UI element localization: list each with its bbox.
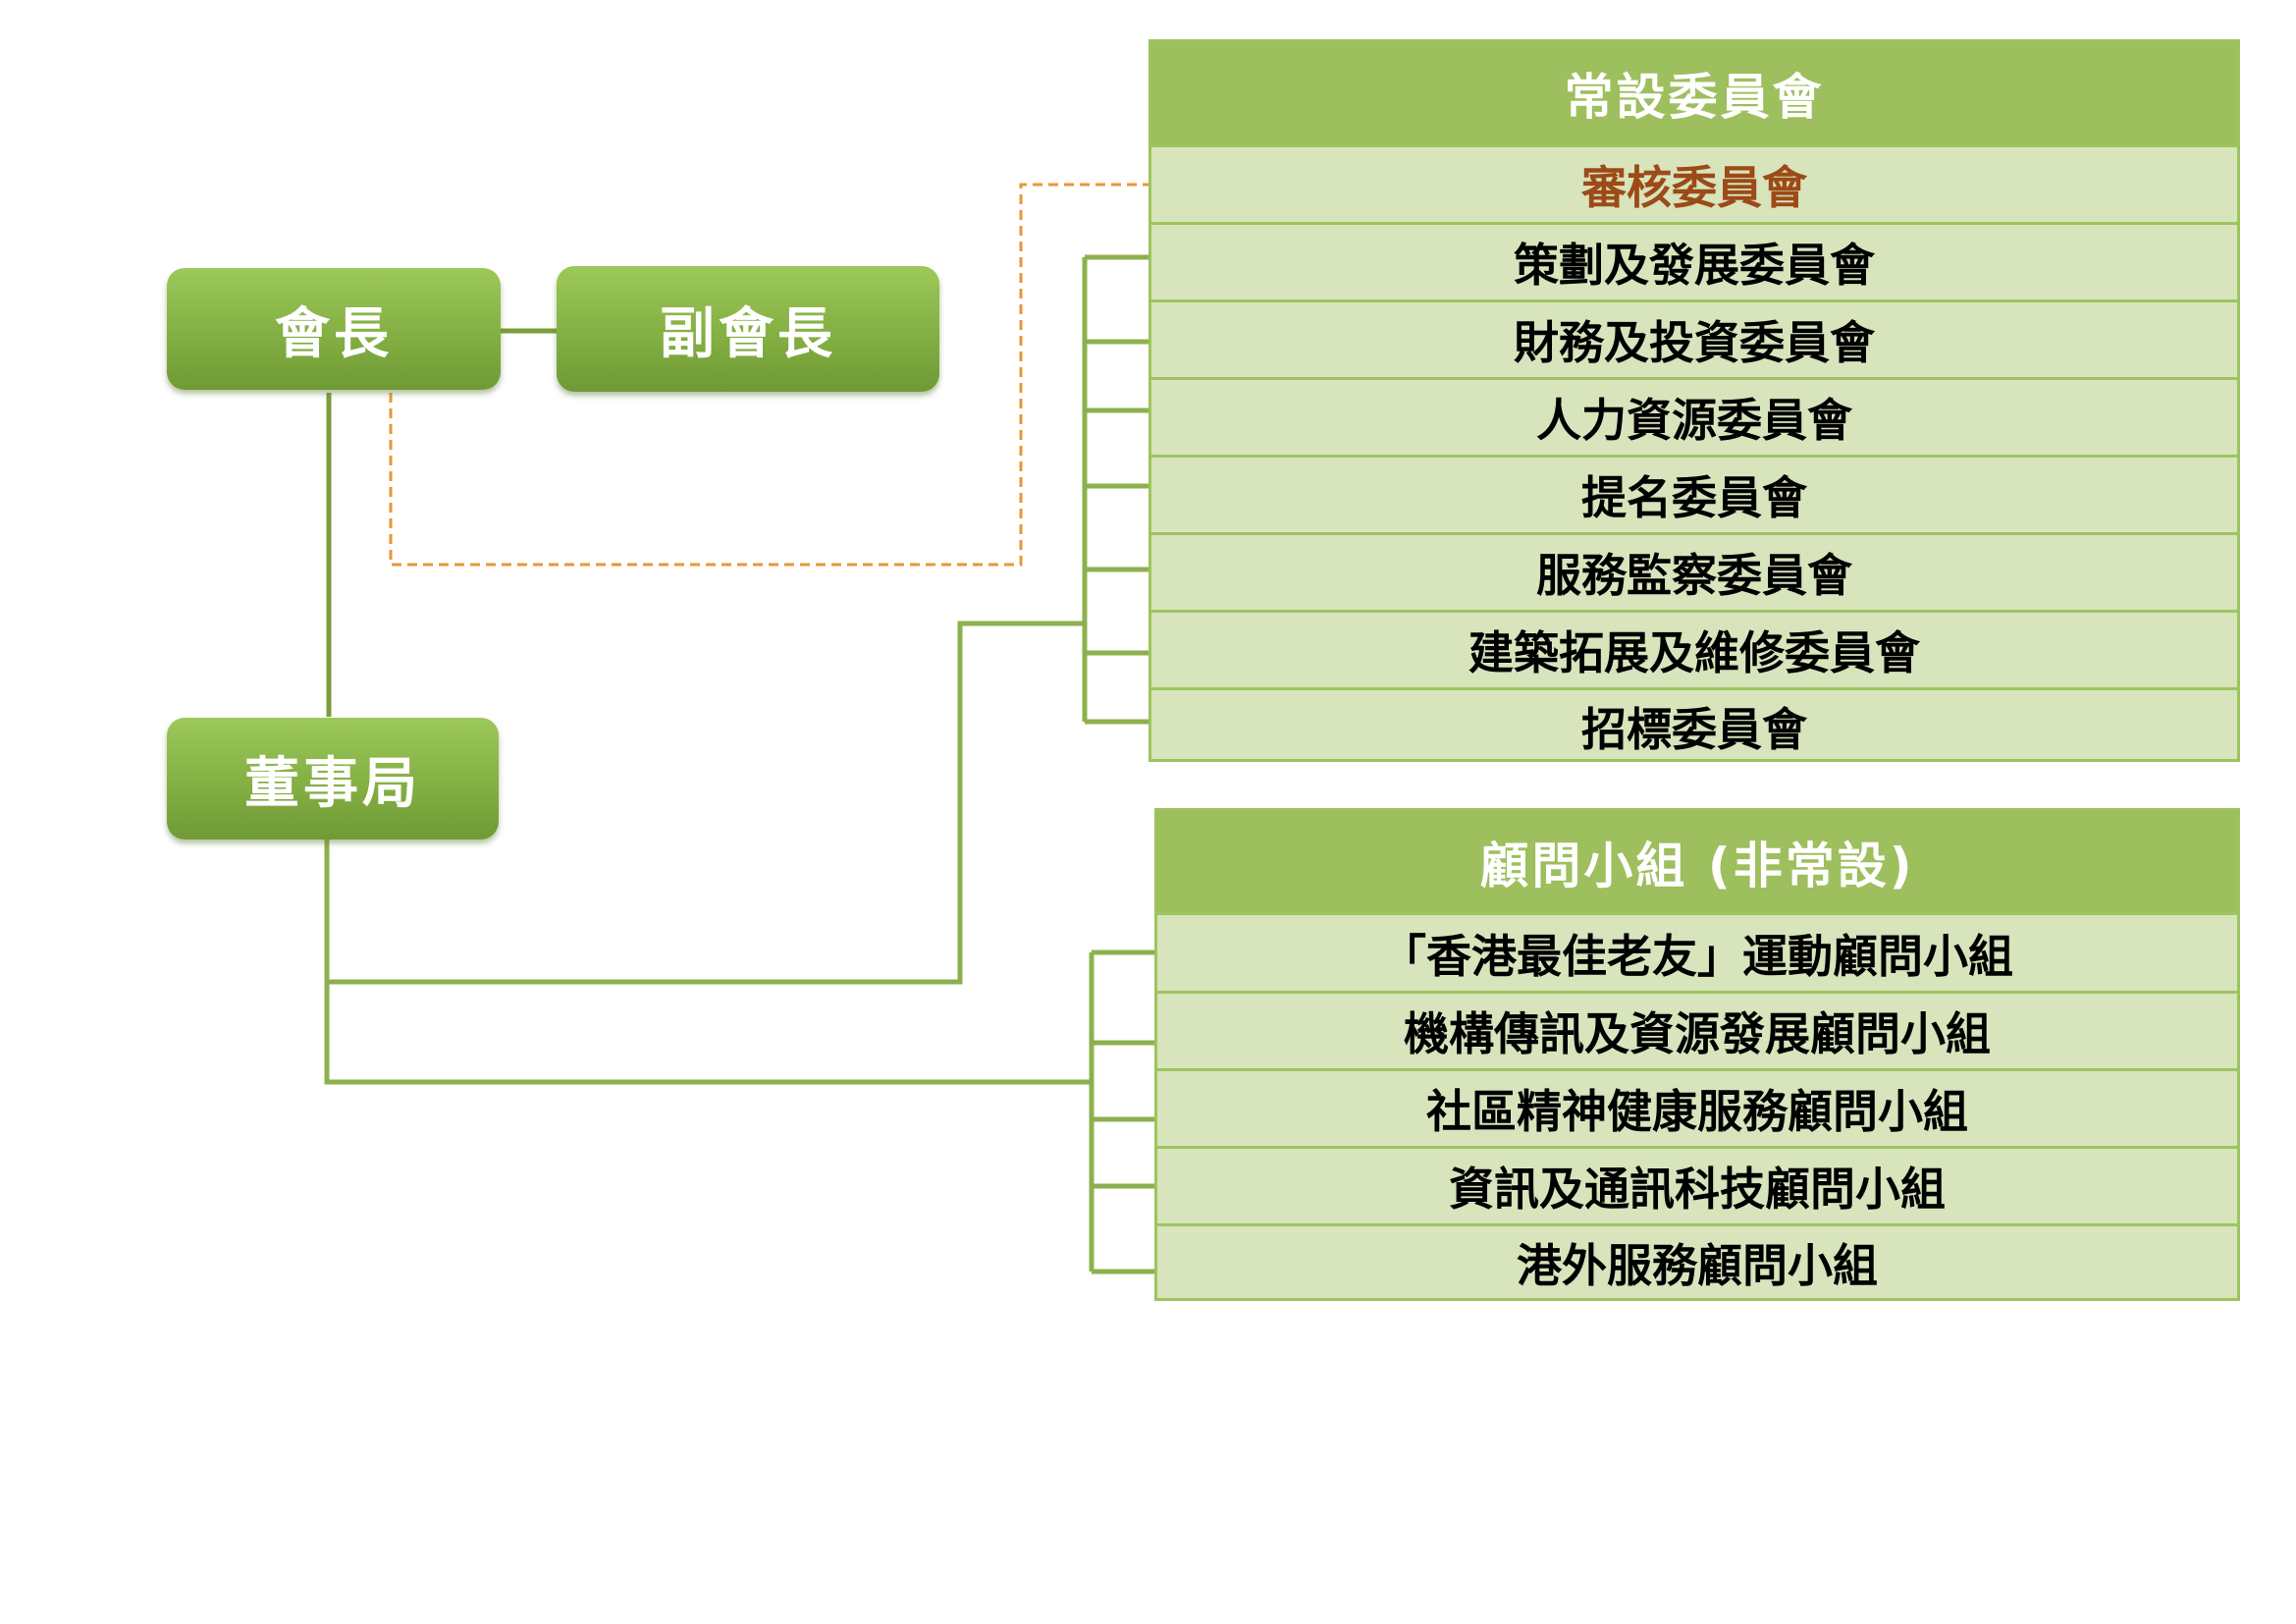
advisory-row: 機構傳訊及資源發展顧問小組	[1157, 991, 2237, 1068]
board-node: 董事局	[167, 718, 499, 839]
advisory-groups-panel: 顧問小組 (非常設) 「香港最佳老友」運動顧問小組 機構傳訊及資源發展顧問小組 …	[1154, 808, 2240, 1301]
board-advisory-link	[324, 982, 1092, 1085]
vice-president-label: 副會長	[660, 301, 836, 366]
standing-committees-panel: 常設委員會 審核委員會 策劃及發展委員會 財務及投資委員會 人力資源委員會 提名…	[1148, 39, 2240, 762]
advisory-groups-title: 顧問小組 (非常設)	[1157, 811, 2237, 912]
committee-row: 財務及投資委員會	[1151, 299, 2237, 377]
president-label: 會長	[275, 301, 393, 366]
advisory-row: 社區精神健康服務顧問小組	[1157, 1068, 2237, 1146]
advisory-row: 資訊及通訊科技顧問小組	[1157, 1146, 2237, 1223]
advisory-row: 「香港最佳老友」運動顧問小組	[1157, 912, 2237, 991]
committee-row: 人力資源委員會	[1151, 377, 2237, 455]
board-label: 董事局	[244, 751, 421, 816]
committee-row: 提名委員會	[1151, 455, 2237, 532]
committee-row: 審核委員會	[1151, 144, 2237, 222]
committee-row: 策劃及發展委員會	[1151, 222, 2237, 299]
standing-committees-title: 常設委員會	[1151, 42, 2237, 144]
committee-row: 服務監察委員會	[1151, 532, 2237, 610]
committee-row: 建築拓展及維修委員會	[1151, 610, 2237, 687]
advisory-row: 港外服務顧問小組	[1157, 1223, 2237, 1298]
president-node: 會長	[167, 268, 501, 390]
audit-dashed-link	[389, 183, 1150, 567]
committee-row: 招標委員會	[1151, 687, 2237, 762]
board-standing-link	[324, 621, 1085, 985]
vice-president-node: 副會長	[557, 266, 939, 392]
